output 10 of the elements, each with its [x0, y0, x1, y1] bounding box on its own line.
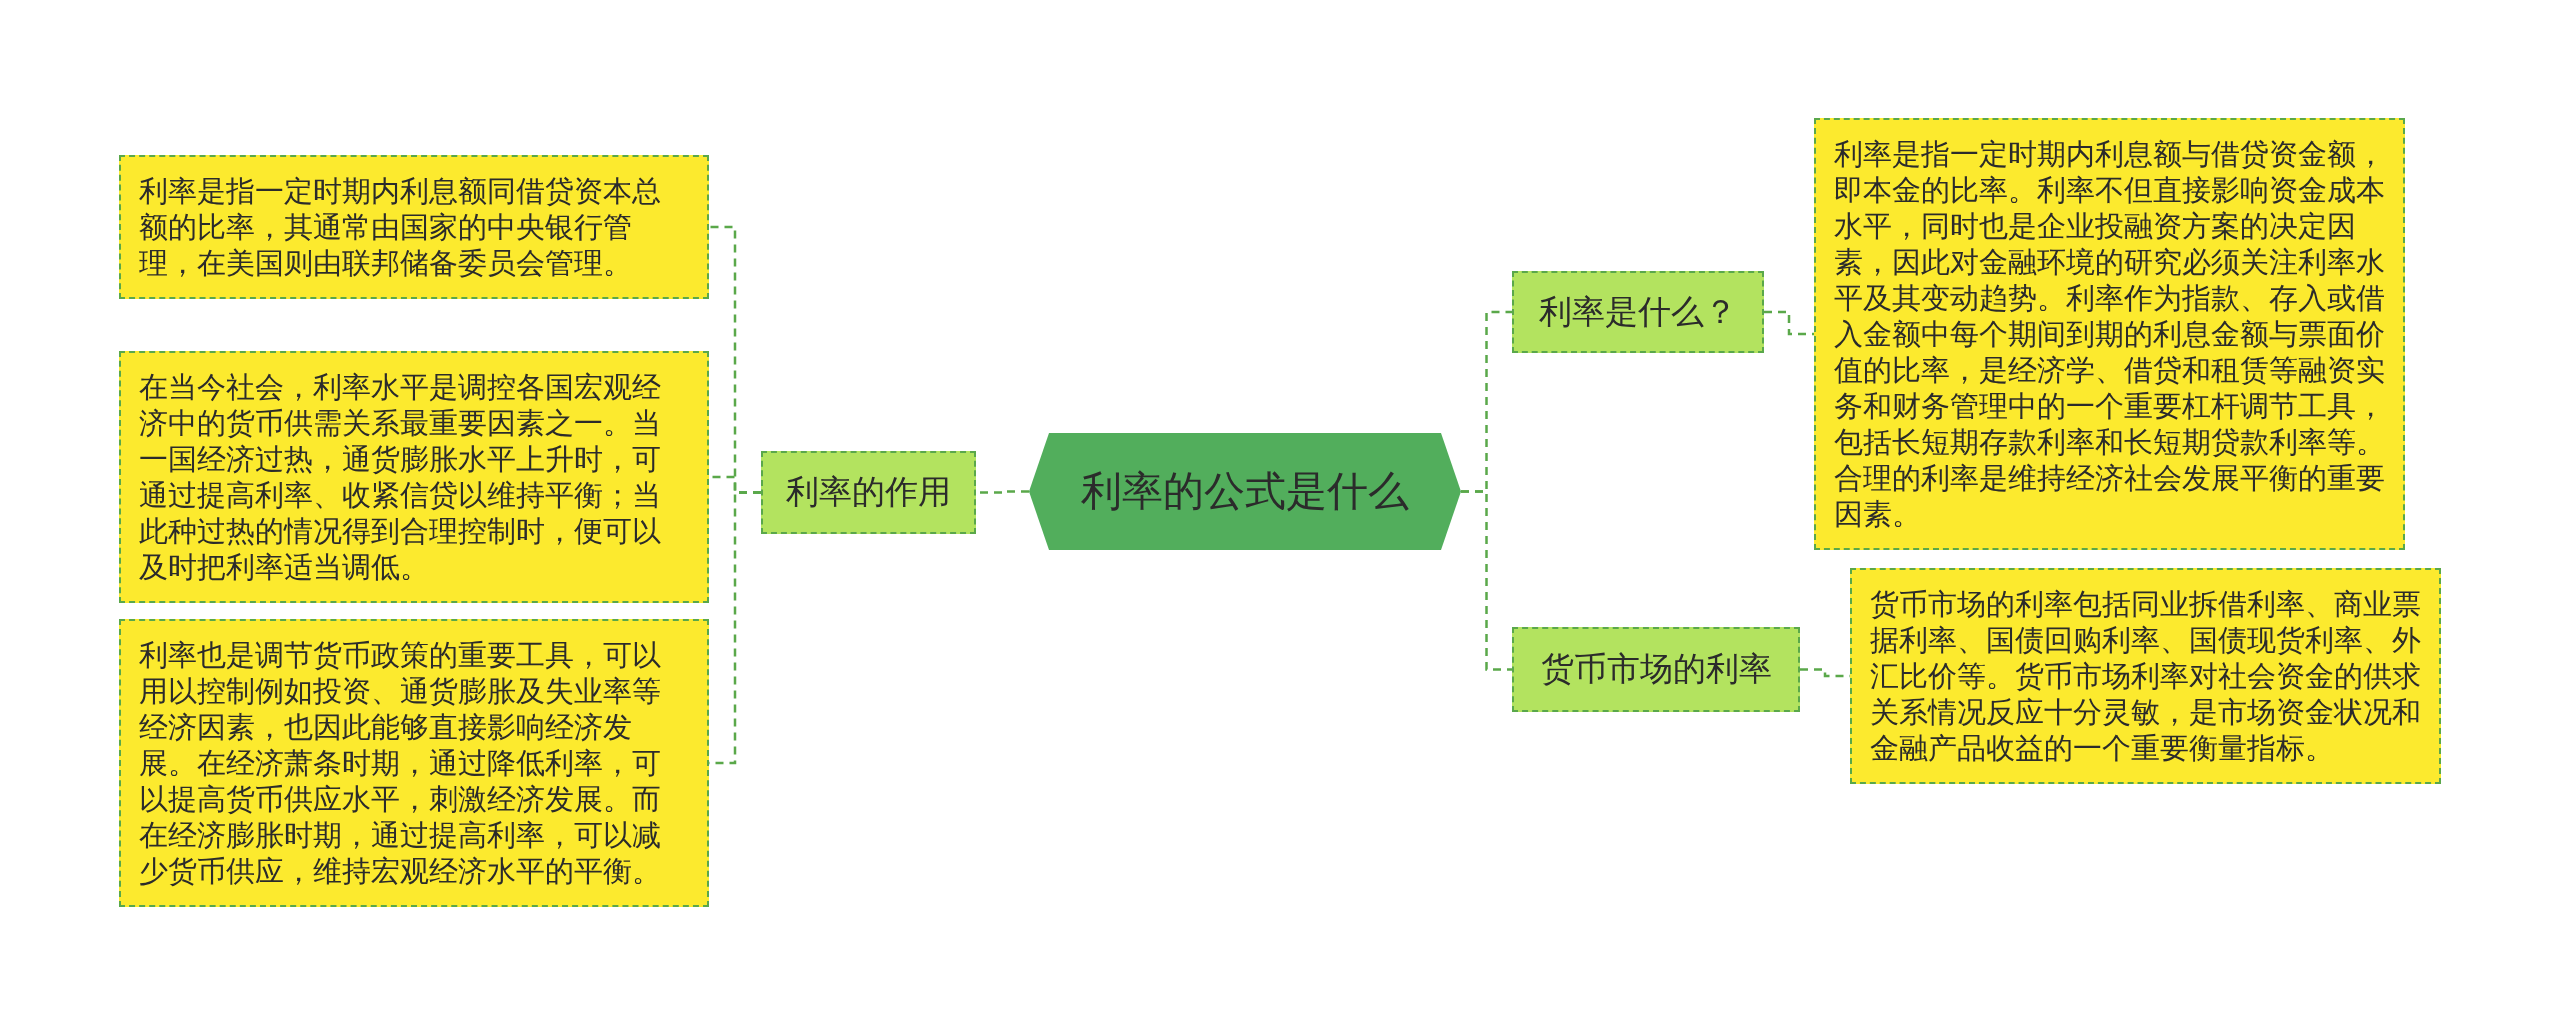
connector-line: [1764, 310, 1814, 336]
note-box: 利率是指一定时期内利息额同借贷资本总额的比率，其通常由国家的中央银行管理，在美国则由联邦储备委员会管理。: [119, 155, 709, 299]
note-box: 在当今社会，利率水平是调控各国宏观经济中的货币供需关系最重要因素之一。当一国经济过热，通货膨胀水平上升时，可通过提高利率、收紧信贷以维持平衡；当此种过热的情况得到合理控制时，便可以及时把利率适当调低。: [119, 351, 709, 603]
note-box: 利率也是调节货币政策的重要工具，可以用以控制例如投资、通货膨胀及失业率等经济因素，也因此能够直接影响经济发展。在经济萧条时期，通过降低利率，可以提高货币供应水平，刺激经济发展。而在经济膨胀时期，通过提高利率，可以减少货币供应，维持宏观经济水平的平衡。: [119, 619, 709, 907]
topic-box: 利率是什么？: [1512, 271, 1764, 353]
topic-box: 货币市场的利率: [1512, 627, 1800, 712]
topic-box: 利率的作用: [761, 451, 976, 534]
note-box: 货币市场的利率包括同业拆借利率、商业票据利率、国债回购利率、国债现货利率、外汇比价等。货币市场利率对社会资金的供求关系情况反应十分灵敏，是市场资金状况和金融产品收益的一个重要衡量指标。: [1850, 568, 2441, 784]
connector-line: [1461, 490, 1512, 671]
note-box: 利率是指一定时期内利息额与借贷资金额，即本金的比率。利率不但直接影响资金成本水平，同时也是企业投融资方案的决定因素，因此对金融环境的研究必须关注利率水平及其变动趋势。利率作为指款、存入或借入金额中每个期间到期的利息金额与票面价值的比率，是经济学、借贷和租赁等融资实务和财务管理中的一个重要杠杆调节工具，包括长短期存款利率和长短期贷款利率等。合理的利率是维持经济社会发展平衡的重要因素。: [1814, 118, 2405, 550]
